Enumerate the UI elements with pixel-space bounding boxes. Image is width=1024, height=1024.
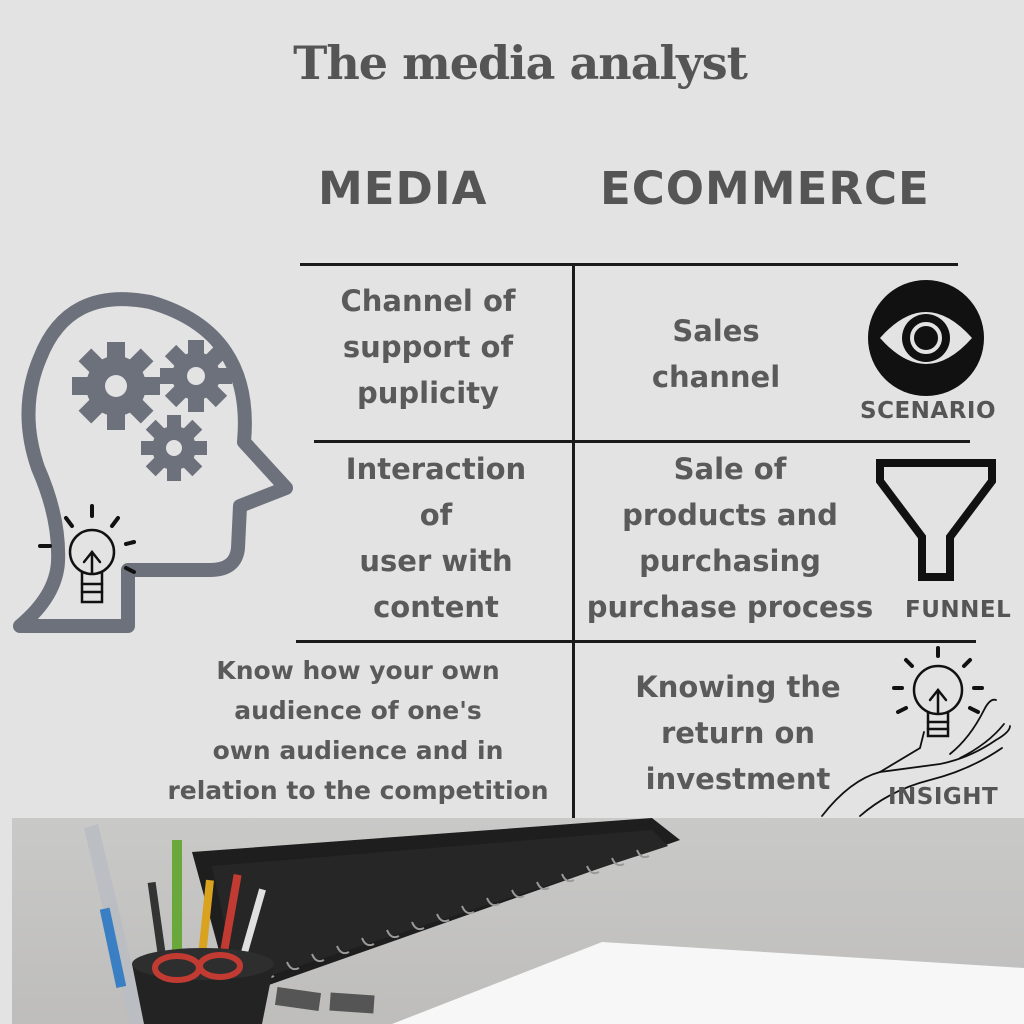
media-cell-row-1: Channel of support of puplicity — [340, 284, 516, 410]
media-cell-row-3: Know how your own audience of one's own … — [167, 656, 549, 805]
funnel-icon — [876, 459, 996, 581]
head-gears-icon — [13, 292, 293, 633]
ecommerce-cell-row-3: Knowing the return on investment — [635, 670, 841, 796]
ecommerce-cell-row-2: Sale of products and purchasing purchase… — [586, 452, 874, 624]
media-cell-row-2: Interaction of user with content — [345, 452, 527, 624]
desk-photo — [12, 818, 1024, 1024]
ecommerce-cell-row-1: Sales channel — [651, 314, 781, 394]
funnel-label: FUNNEL — [905, 597, 1012, 623]
column-header-media: MEDIA — [318, 162, 488, 215]
scenario-label: SCENARIO — [860, 398, 997, 424]
page-title: The media analyst — [293, 36, 748, 90]
table-row-divider-1 — [314, 440, 970, 443]
table-row-divider-2 — [296, 640, 976, 643]
table-column-divider — [572, 265, 575, 818]
insight-label: INSIGHT — [888, 784, 999, 810]
eye-icon — [868, 280, 984, 396]
desk-illustration — [84, 818, 1024, 1024]
column-header-ecommerce: ECOMMERCE — [600, 162, 930, 215]
hand-lightbulb-icon — [821, 646, 1011, 817]
table-top-line — [300, 263, 958, 266]
lightbulb-icon — [38, 504, 136, 604]
